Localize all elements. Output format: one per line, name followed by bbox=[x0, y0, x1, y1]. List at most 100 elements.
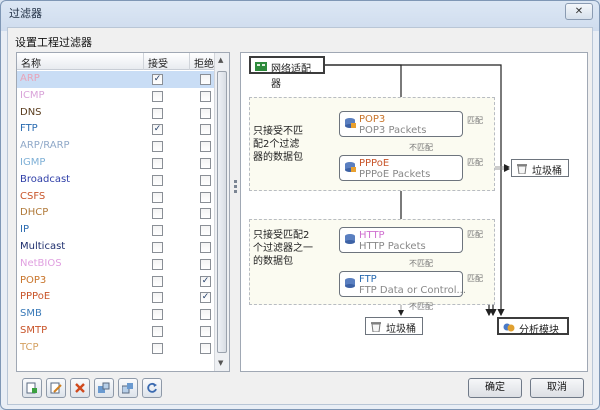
cancel-button[interactable]: 取消 bbox=[530, 378, 584, 398]
reject-checkbox[interactable]: ✓ bbox=[200, 275, 211, 287]
accept-checkbox[interactable]: ✓ bbox=[152, 74, 163, 85]
reject-checkbox[interactable] bbox=[200, 74, 211, 85]
table-row[interactable]: DHCP bbox=[17, 205, 215, 222]
accept-checkbox[interactable] bbox=[152, 157, 163, 169]
analysis-module-node[interactable]: 分析模块 bbox=[497, 317, 569, 336]
accept-checkbox[interactable] bbox=[152, 174, 163, 186]
ftp-filter-node[interactable]: FTP FTP Data or Control... bbox=[339, 271, 467, 297]
reject-checkbox[interactable] bbox=[200, 258, 211, 270]
accept-checkbox[interactable]: ✓ bbox=[152, 124, 163, 136]
column-header-reject[interactable]: 拒绝 bbox=[194, 59, 214, 70]
adapter-label: 网络适配器 bbox=[271, 64, 311, 90]
http-filter-node[interactable]: HTTP HTTP Packets bbox=[339, 227, 463, 253]
table-row[interactable]: POP3 ✓ bbox=[17, 273, 215, 290]
trash-icon bbox=[517, 164, 527, 174]
reject-checkbox[interactable] bbox=[200, 157, 211, 169]
reject-checkbox[interactable] bbox=[200, 191, 211, 203]
filter-name: DHCP bbox=[20, 207, 49, 219]
filter-name: TCP bbox=[20, 341, 39, 353]
pane-splitter[interactable] bbox=[233, 178, 238, 198]
reject-checkbox[interactable] bbox=[200, 342, 211, 354]
edge-label-match: 匹配 bbox=[467, 158, 483, 167]
accept-checkbox[interactable] bbox=[152, 191, 163, 203]
table-row[interactable]: CSFS bbox=[17, 189, 215, 206]
reject-checkbox[interactable] bbox=[200, 208, 211, 220]
accept-checkbox[interactable] bbox=[152, 141, 163, 153]
pop3-subtitle: POP3 Packets bbox=[359, 125, 427, 136]
accept-checkbox[interactable] bbox=[152, 258, 163, 270]
trash-node-top[interactable]: 垃圾桶 bbox=[511, 159, 569, 177]
table-scrollbar[interactable]: ▲ ▼ bbox=[214, 53, 229, 371]
pppoe-title: PPPoE bbox=[359, 158, 390, 169]
table-row[interactable]: NetBIOS bbox=[17, 256, 215, 273]
accept-checkbox[interactable] bbox=[152, 325, 163, 337]
reject-checkbox[interactable] bbox=[200, 325, 211, 337]
network-adapter-icon bbox=[255, 62, 267, 71]
table-row[interactable]: ICMP bbox=[17, 88, 215, 105]
accept-checkbox[interactable] bbox=[152, 225, 163, 237]
table-row[interactable]: ARP✓ bbox=[17, 71, 215, 88]
trash-node-bottom[interactable]: 垃圾桶 bbox=[365, 317, 423, 335]
accept-checkbox[interactable] bbox=[152, 208, 163, 220]
reject-checkbox[interactable] bbox=[200, 225, 211, 237]
table-row[interactable]: DNS bbox=[17, 105, 215, 122]
close-button[interactable]: ✕ bbox=[565, 3, 593, 20]
import-button[interactable] bbox=[94, 378, 114, 398]
edit-filter-button[interactable] bbox=[46, 378, 66, 398]
pop3-filter-node[interactable]: POP3 POP3 Packets bbox=[339, 111, 463, 137]
ok-button[interactable]: 确定 bbox=[468, 378, 522, 398]
table-row[interactable]: SMB bbox=[17, 306, 215, 323]
pppoe-filter-node[interactable]: PPPoE PPPoE Packets bbox=[339, 155, 463, 181]
reject-checkbox[interactable] bbox=[200, 141, 211, 153]
edge-label-match: 匹配 bbox=[467, 274, 483, 283]
table-row[interactable]: FTP✓ bbox=[17, 121, 215, 138]
table-row[interactable]: PPPoE✓ bbox=[17, 289, 215, 306]
accept-checkbox[interactable] bbox=[152, 241, 163, 253]
reject-checkbox[interactable] bbox=[200, 124, 211, 136]
edge-label-match: 匹配 bbox=[467, 116, 483, 125]
reject-checkbox[interactable] bbox=[200, 241, 211, 253]
scroll-up-icon[interactable]: ▲ bbox=[218, 56, 224, 64]
table-row[interactable]: SMTP bbox=[17, 323, 215, 340]
table-row[interactable]: IGMP bbox=[17, 155, 215, 172]
column-header-name[interactable]: 名称 bbox=[21, 59, 41, 70]
refresh-button[interactable] bbox=[142, 378, 162, 398]
scroll-down-icon[interactable]: ▼ bbox=[218, 359, 224, 367]
edge-label-nomatch: 不匹配 bbox=[409, 259, 433, 268]
table-row[interactable]: ARP/RARP bbox=[17, 138, 215, 155]
accept-checkbox[interactable] bbox=[152, 90, 163, 102]
table-row[interactable]: Multicast bbox=[17, 239, 215, 256]
accept-checkbox[interactable] bbox=[152, 292, 163, 304]
filter-name: NetBIOS bbox=[20, 257, 62, 269]
table-header: 名称 接受 拒绝 bbox=[17, 53, 215, 70]
export-button[interactable] bbox=[118, 378, 138, 398]
trash-label: 垃圾桶 bbox=[386, 324, 416, 335]
analysis-label: 分析模块 bbox=[519, 325, 559, 336]
column-header-accept[interactable]: 接受 bbox=[148, 59, 168, 70]
reject-checkbox[interactable] bbox=[200, 107, 211, 119]
export-icon bbox=[122, 383, 133, 394]
add-filter-button[interactable] bbox=[22, 378, 42, 398]
delete-filter-button[interactable] bbox=[70, 378, 90, 398]
scroll-thumb[interactable] bbox=[217, 71, 227, 353]
accept-checkbox[interactable] bbox=[152, 107, 163, 119]
database-icon bbox=[345, 118, 356, 128]
reject-checkbox[interactable] bbox=[200, 174, 211, 186]
reject-checkbox[interactable] bbox=[200, 309, 211, 321]
table-row[interactable]: IP bbox=[17, 222, 215, 239]
accept-checkbox[interactable] bbox=[152, 342, 163, 354]
network-adapter-node[interactable]: 网络适配器 bbox=[249, 56, 325, 90]
ftp-subtitle: FTP Data or Control... bbox=[359, 285, 467, 296]
accept-checkbox[interactable] bbox=[152, 275, 163, 287]
accept-checkbox[interactable] bbox=[152, 309, 163, 321]
group-label: 设置工程过滤器 bbox=[15, 36, 92, 49]
add-filter-icon bbox=[26, 382, 37, 394]
table-row[interactable]: TCP bbox=[17, 340, 215, 357]
reject-checkbox[interactable] bbox=[200, 90, 211, 102]
reject-checkbox[interactable]: ✓ bbox=[200, 292, 211, 304]
table-row[interactable]: Broadcast bbox=[17, 172, 215, 189]
database-icon bbox=[345, 234, 355, 244]
filter-name: POP3 bbox=[20, 274, 47, 286]
